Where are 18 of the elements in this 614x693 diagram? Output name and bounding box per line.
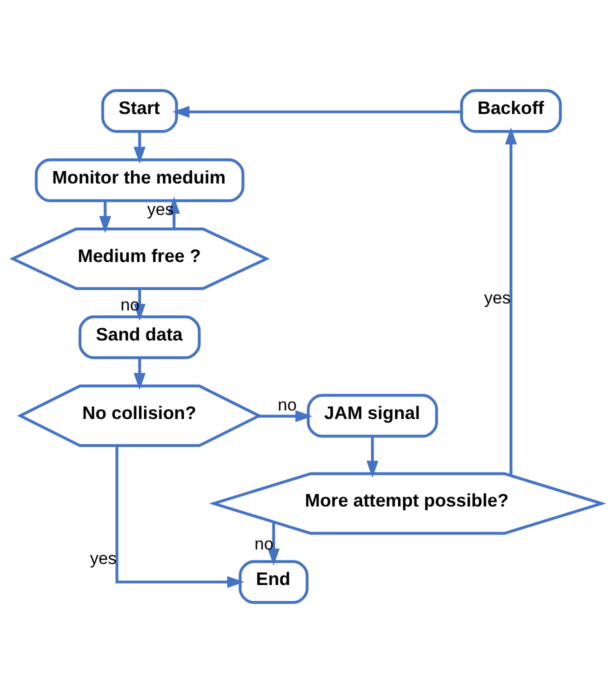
node-box: JAM signal xyxy=(306,394,438,438)
node-box: Backoff xyxy=(460,89,562,133)
arrow xyxy=(134,288,146,321)
arrow xyxy=(172,106,462,118)
edge-label: no xyxy=(278,396,297,415)
arrow xyxy=(116,446,244,588)
node-box: Start xyxy=(101,89,178,133)
arrow xyxy=(505,127,517,476)
arrow xyxy=(268,522,280,566)
arrow xyxy=(99,200,112,234)
arrow xyxy=(134,132,146,164)
arrow xyxy=(168,196,180,230)
node-box: Sand data xyxy=(78,315,201,360)
arrow xyxy=(366,436,378,478)
arrow xyxy=(258,410,312,422)
arrow xyxy=(134,358,146,390)
node-box: Monitor the meduim xyxy=(34,158,244,202)
node-box: End xyxy=(238,560,309,604)
